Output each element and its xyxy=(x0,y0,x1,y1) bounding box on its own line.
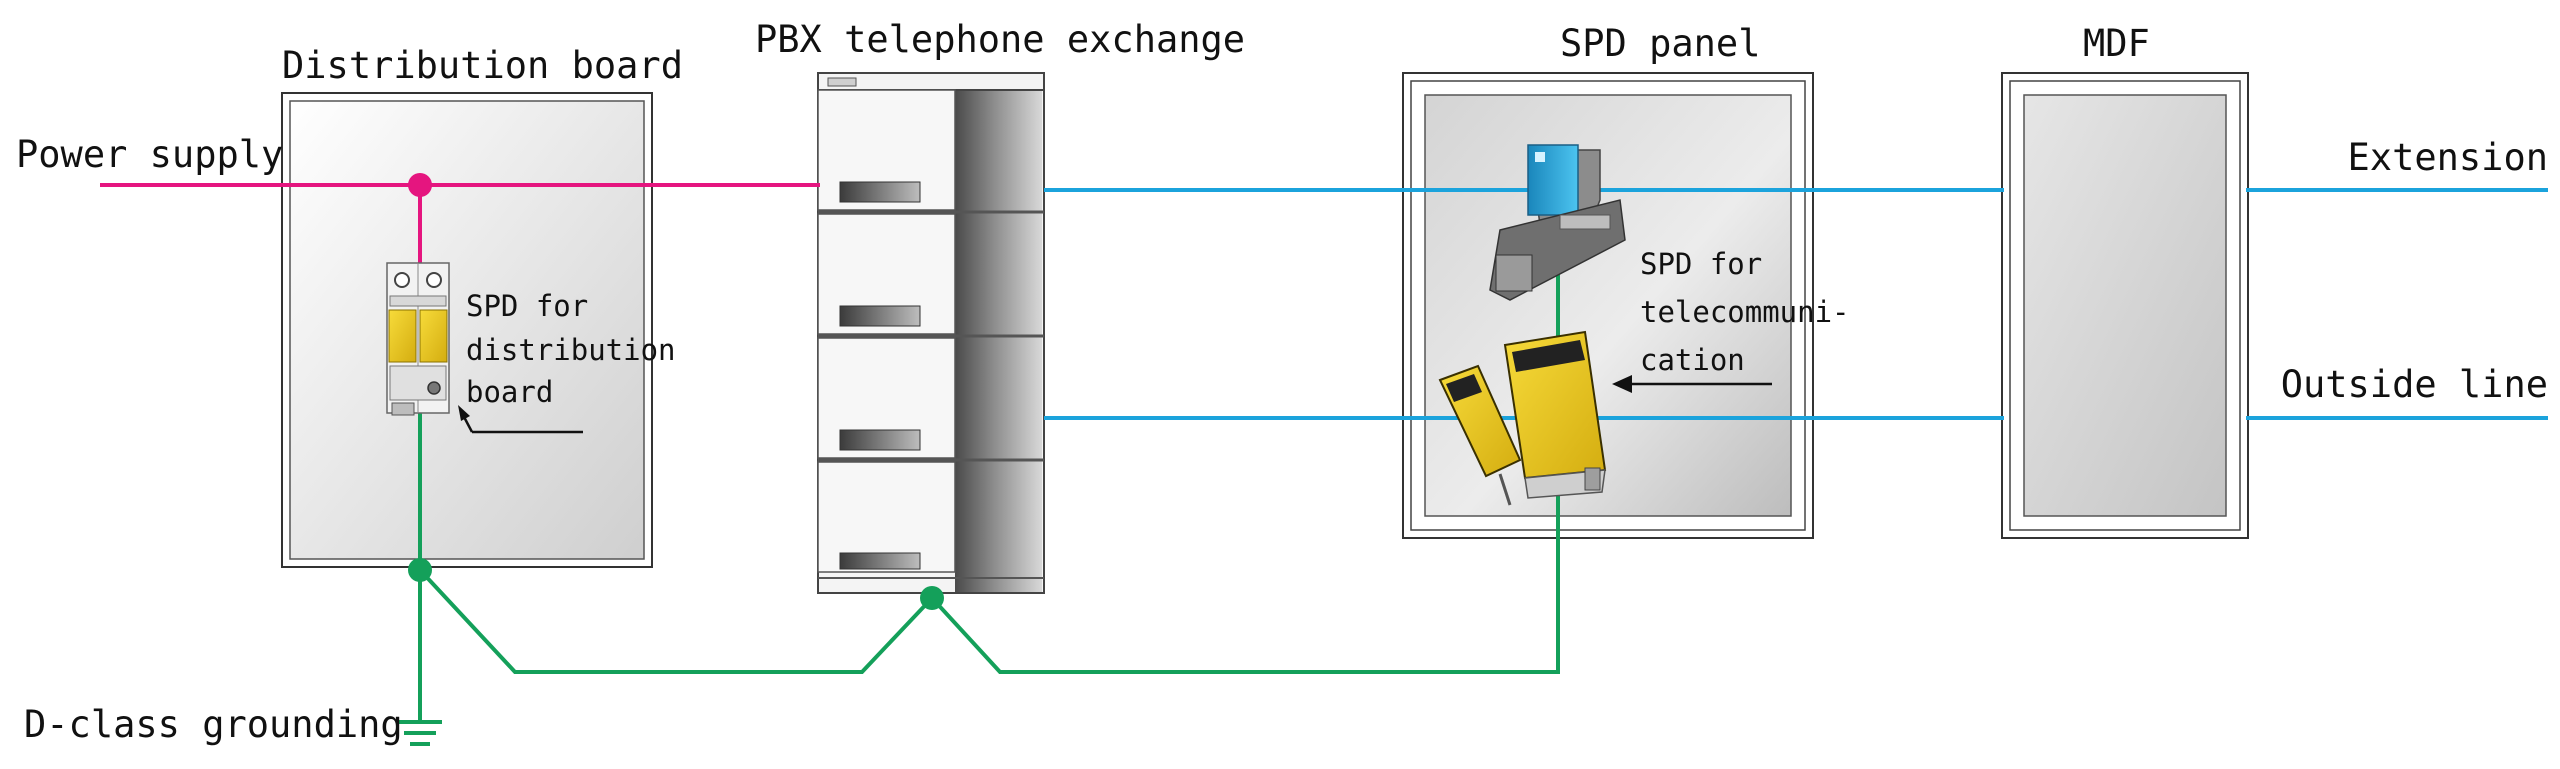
spd-telecom-label-line: cation xyxy=(1640,343,1745,377)
spd-telecom-label-line: telecommuni- xyxy=(1640,295,1850,329)
distribution-board-label: Distribution board xyxy=(282,44,683,87)
spd-distribution-label-line: SPD for xyxy=(466,289,588,323)
spd-distribution-label-line: board xyxy=(466,375,553,409)
mdf-frame xyxy=(2001,72,2249,539)
pbx-unit-2 xyxy=(817,213,956,335)
power-supply-label: Power supply xyxy=(16,133,283,176)
pbx-unit-3 xyxy=(817,337,956,459)
outside-line-label: Outside line xyxy=(2281,363,2548,406)
power-line xyxy=(100,183,820,263)
ground-symbol-icon xyxy=(398,720,442,746)
mdf-label: MDF xyxy=(2083,22,2150,65)
spd-panel-label: SPD panel xyxy=(1560,22,1760,65)
arrow-spd-telecom xyxy=(1612,375,1772,393)
pbx-cabinet xyxy=(817,72,1045,594)
spd-telecom-label: SPD for telecommuni- cation xyxy=(1640,247,1850,377)
grounding-label: D-class grounding xyxy=(24,703,403,746)
ground-junction-distribution xyxy=(408,558,432,582)
pbx-unit-4 xyxy=(817,461,956,573)
spd-telecom-device-lower xyxy=(1438,330,1607,506)
spd-distribution-label: SPD for distribution board xyxy=(466,289,676,409)
spd-distribution-label-line: distribution xyxy=(466,333,676,367)
spd-telecom-label-line: SPD for xyxy=(1640,247,1762,281)
power-junction-dot xyxy=(408,173,432,197)
pbx-unit-1 xyxy=(817,89,956,211)
distribution-board xyxy=(281,92,653,568)
arrow-spd-distribution xyxy=(458,405,583,434)
spd-panel xyxy=(1402,72,1814,539)
spd-telecom-device-upper xyxy=(1489,144,1626,301)
pbx-label: PBX telephone exchange xyxy=(755,18,1245,61)
ground-junction-pbx xyxy=(920,586,944,610)
spd-distribution-device xyxy=(386,262,450,416)
extension-label: Extension xyxy=(2348,136,2548,179)
